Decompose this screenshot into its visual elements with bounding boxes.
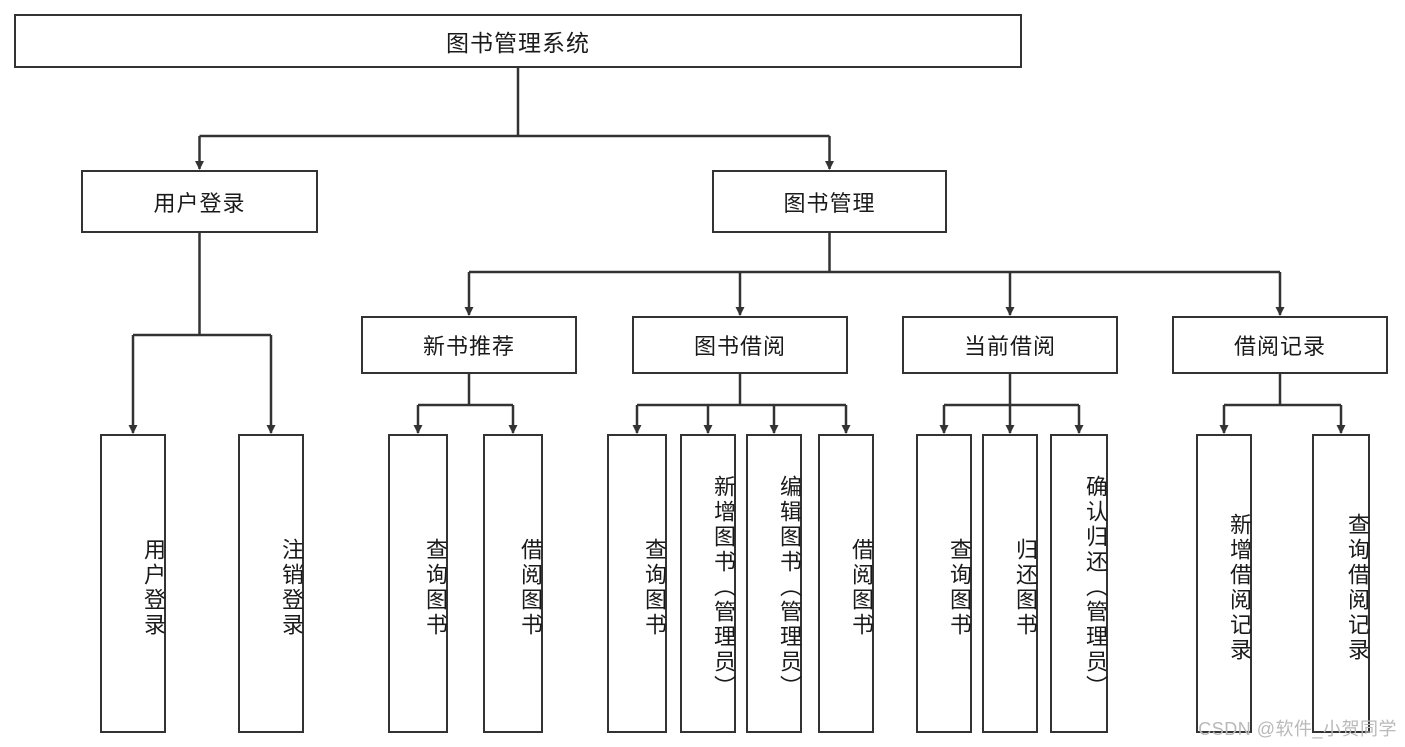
node-leaf-13[interactable]: 查询借阅记录 — [1312, 434, 1370, 733]
node-leaf-8[interactable]: 借阅图书 — [818, 434, 874, 733]
node-root[interactable]: 图书管理系统 — [14, 14, 1022, 68]
node-label: 查询图书 — [947, 537, 972, 638]
node-login[interactable]: 用户登录 — [81, 170, 318, 233]
node-leaf-4[interactable]: 借阅图书 — [483, 434, 543, 733]
node-label: 注销登录 — [279, 537, 304, 638]
node-label: 借阅图书 — [518, 537, 543, 638]
node-label: 查询图书 — [423, 537, 448, 638]
watermark-label: CSDN @软件_小贺同学 — [1198, 719, 1397, 739]
node-label: 用户登录 — [141, 537, 166, 638]
node-leaf-3[interactable]: 查询图书 — [388, 434, 448, 733]
node-leaf-5[interactable]: 查询图书 — [607, 434, 667, 733]
node-label: 图书管理 — [783, 190, 876, 216]
node-label: 查询图书 — [642, 537, 667, 638]
node-current[interactable]: 当前借阅 — [902, 316, 1118, 374]
node-leaf-7[interactable]: 编辑图书（管理员） — [746, 434, 802, 733]
node-leaf-12[interactable]: 新增借阅记录 — [1196, 434, 1252, 733]
node-leaf-6[interactable]: 新增图书（管理员） — [680, 434, 736, 733]
node-label: 图书管理系统 — [446, 30, 590, 56]
node-leaf-2[interactable]: 注销登录 — [238, 434, 304, 733]
node-label: 新增借阅记录 — [1227, 512, 1252, 663]
node-leaf-9[interactable]: 查询图书 — [916, 434, 972, 733]
node-label: 借阅记录 — [1233, 334, 1326, 359]
node-borrow[interactable]: 图书借阅 — [632, 316, 848, 374]
node-newbook[interactable]: 新书推荐 — [361, 316, 577, 374]
node-label: 新书推荐 — [422, 334, 515, 359]
node-label: 用户登录 — [153, 190, 246, 216]
node-label: 确认归还（管理员） — [1083, 475, 1108, 700]
node-leaf-1[interactable]: 用户登录 — [100, 434, 166, 733]
node-leaf-11[interactable]: 确认归还（管理员） — [1050, 434, 1108, 733]
node-records[interactable]: 借阅记录 — [1172, 316, 1388, 374]
node-label: 借阅图书 — [849, 537, 874, 638]
node-label: 当前借阅 — [963, 334, 1056, 359]
node-label: 编辑图书（管理员） — [777, 475, 802, 700]
node-label: 归还图书 — [1013, 537, 1038, 638]
node-label: 图书借阅 — [693, 334, 786, 359]
node-leaf-10[interactable]: 归还图书 — [982, 434, 1038, 733]
node-label: 查询借阅记录 — [1345, 512, 1370, 663]
node-bookmgmt[interactable]: 图书管理 — [712, 170, 947, 233]
node-label: 新增图书（管理员） — [711, 475, 736, 700]
edge-group — [128, 68, 1346, 434]
